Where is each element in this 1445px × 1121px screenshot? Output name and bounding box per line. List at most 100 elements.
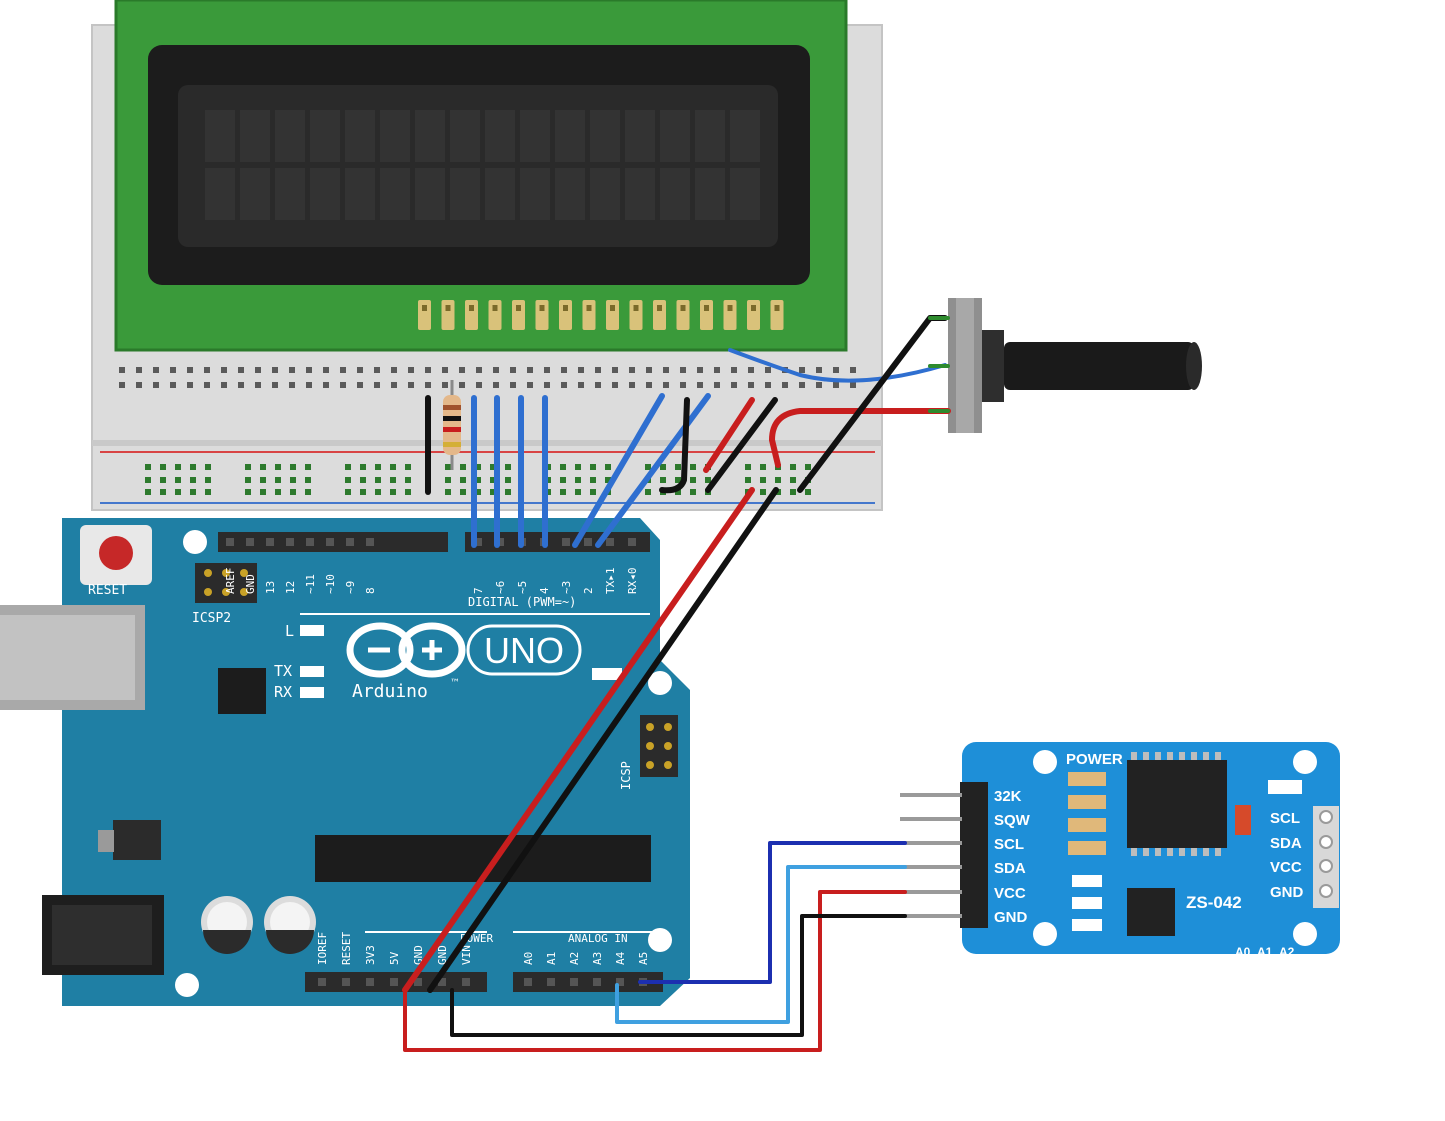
breadboard-hole (460, 477, 466, 483)
analog-pin-label: A3 (591, 952, 604, 965)
breadboard-hole (390, 489, 396, 495)
breadboard-hole (119, 382, 125, 388)
breadboard-hole (675, 477, 681, 483)
digital-pin-label: AREF (224, 568, 237, 595)
breadboard-hole (290, 477, 296, 483)
breadboard-hole (714, 367, 720, 373)
led-tx (300, 666, 324, 677)
breadboard-hole (578, 382, 584, 388)
analog-pin-label: A0 (522, 952, 535, 965)
breadboard-hole (490, 489, 496, 495)
lcd-char-cell (275, 110, 305, 162)
breadboard-hole (505, 477, 511, 483)
rtc-address-label: A0 (1235, 945, 1251, 959)
lcd-char-cell (660, 168, 690, 220)
rtc-left-pin-label: 32K (994, 788, 1022, 805)
potentiometer-knob[interactable] (1004, 342, 1194, 390)
breadboard-hole (175, 477, 181, 483)
led-tx-label: TX (274, 662, 292, 680)
lcd-char-cell (450, 110, 480, 162)
power-pin-label: 5V (388, 951, 401, 965)
breadboard-hole (425, 382, 431, 388)
breadboard-hole (765, 382, 771, 388)
lcd-char-cell (345, 110, 375, 162)
breadboard-hole (306, 367, 312, 373)
breadboard-hole (799, 367, 805, 373)
breadboard-hole (290, 489, 296, 495)
digital-pin-label: ~9 (344, 581, 357, 594)
breadboard-hole (459, 367, 465, 373)
lcd-char-cell (520, 110, 550, 162)
breadboard-hole (360, 489, 366, 495)
rtc-header-pin (900, 914, 962, 918)
breadboard-hole (170, 382, 176, 388)
lcd-char-cell (275, 168, 305, 220)
breadboard-hole (160, 477, 166, 483)
digital-pin-label: RX◂0 (626, 568, 639, 595)
breadboard-hole (833, 382, 839, 388)
rtc-power-label: POWER (1066, 751, 1123, 768)
rtc-left-pin-label: SQW (994, 812, 1031, 829)
breadboard-hole (490, 464, 496, 470)
lcd-char-cell (660, 110, 690, 162)
lcd-char-cell (240, 110, 270, 162)
breadboard-hole (119, 367, 125, 373)
lcd-pin (723, 300, 737, 330)
capacitor-2 (264, 896, 316, 954)
rtc-model-label: ZS-042 (1186, 893, 1242, 912)
breadboard-hole (375, 477, 381, 483)
usb-interface-chip (218, 668, 266, 714)
power-pin-label: 3V3 (364, 945, 377, 965)
rtc-left-pin-label: SCL (994, 836, 1024, 853)
breadboard-hole (760, 477, 766, 483)
breadboard-hole (272, 382, 278, 388)
reset-button-cap[interactable] (99, 536, 133, 570)
lcd-char-cell (415, 168, 445, 220)
breadboard-hole (221, 367, 227, 373)
rtc-header-pin (900, 890, 962, 894)
breadboard-hole (190, 477, 196, 483)
lcd-char-cell (415, 110, 445, 162)
breadboard-hole (145, 477, 151, 483)
lcd-char-cell (485, 110, 515, 162)
lcd-pin (512, 300, 525, 330)
breadboard-hole (245, 477, 251, 483)
breadboard-hole (816, 367, 822, 373)
wire-rtc-sda (615, 865, 907, 1024)
breadboard-hole (306, 382, 312, 388)
led-l (300, 625, 324, 636)
breadboard-hole (445, 464, 451, 470)
breadboard-hole (590, 489, 596, 495)
analog-pin-label: A4 (614, 951, 627, 965)
breadboard-hole (390, 464, 396, 470)
rtc-right-pin-label: GND (1270, 884, 1304, 901)
breadboard-hole (765, 367, 771, 373)
wire-lcd-5v-short (703, 397, 755, 473)
breadboard-hole (245, 489, 251, 495)
breadboard-hole (775, 477, 781, 483)
lcd-pin (559, 300, 572, 330)
power-led (1268, 780, 1302, 794)
breadboard-hole (175, 464, 181, 470)
breadboard-hole (153, 367, 159, 373)
breadboard-hole (833, 367, 839, 373)
rtc-right-pad (1319, 810, 1333, 824)
breadboard-hole (660, 464, 666, 470)
breadboard-hole (782, 382, 788, 388)
lcd-pin (747, 300, 760, 330)
wire-lcd-gnd-short (659, 397, 690, 494)
ds3231-chip-legs (1131, 752, 1221, 856)
breadboard-hole (560, 477, 566, 483)
breadboard-hole (595, 382, 601, 388)
rtc-right-pin-label: SCL (1270, 810, 1300, 827)
breadboard-hole (425, 367, 431, 373)
breadboard-hole (445, 477, 451, 483)
breadboard-hole (204, 367, 210, 373)
mounting-hole (648, 928, 672, 952)
breadboard-hole (575, 489, 581, 495)
rtc-address-label: A2 (1279, 945, 1295, 959)
digital-pin-label: 7 (472, 587, 485, 594)
reset-label: RESET (88, 583, 127, 598)
